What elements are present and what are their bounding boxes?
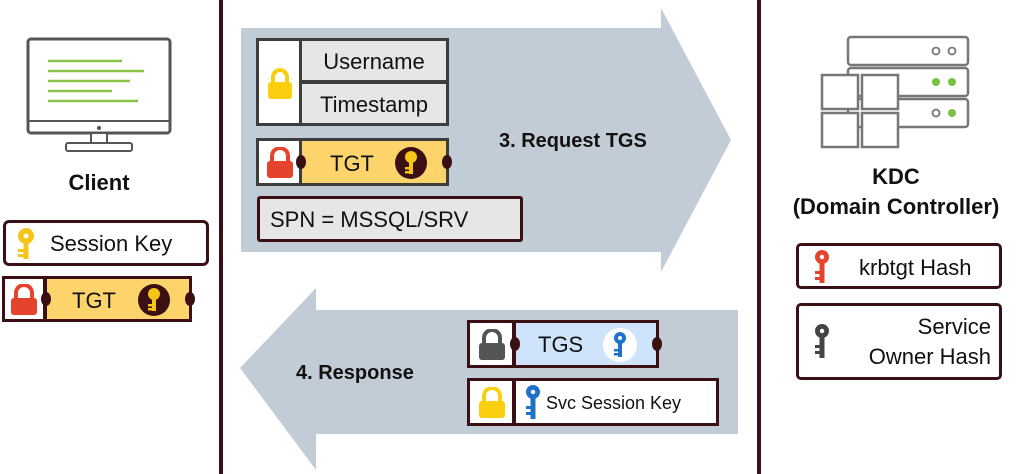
service-owner-hash-line1: Service [917,314,991,339]
tgt-key-badge-icon [395,147,427,179]
ticket-notch-left [41,292,51,306]
ticket-notch-right [185,292,195,306]
service-owner-hash-line2: Owner Hash [868,344,991,369]
tgs-ticket: TGS [510,320,662,368]
client-session-key-label: Session Key [50,231,173,256]
auth-lock-cell [256,38,302,126]
left-divider [219,0,223,474]
timestamp-label: Timestamp [320,92,428,117]
tgt-key-badge-icon [138,284,170,316]
response-label: 4. Response [296,362,414,384]
svc-session-key-box: Svc Session Key [513,378,719,426]
red-key-icon [815,250,829,283]
request-tgs-label: 3. Request TGS [499,130,647,152]
blue-key-icon [526,385,540,419]
ticket-notch-left [296,155,306,169]
monitor-icon [26,37,172,152]
request-tgt-label: TGT [330,151,374,176]
svc-session-key-label: Svc Session Key [546,393,682,413]
client-tgt-lock-cell [2,276,46,322]
client-tgt-label: TGT [72,288,116,313]
request-tgt-lock-cell [256,138,302,186]
service-owner-hash-box: Service Owner Hash [796,303,1002,380]
gray-lock-icon [479,329,505,360]
client-label: Client [68,170,130,195]
blue-key-badge-icon [603,328,637,362]
ticket-notch-left [510,337,520,351]
spn-box: SPN = MSSQL/SRV [257,196,523,242]
kdc-label: KDC [872,164,920,189]
kdc-subtitle: (Domain Controller) [792,194,1000,219]
server-icon [820,35,970,149]
client-session-key-box: Session Key [3,220,209,266]
svc-key-lock-cell [467,378,515,426]
timestamp-box: Timestamp [299,81,449,126]
gray-key-icon [815,324,829,358]
username-label: Username [323,49,425,74]
krbtgt-hash-box: krbtgt Hash [796,243,1002,289]
username-box: Username [299,38,449,83]
yellow-lock-icon [479,387,505,418]
tgs-label: TGS [538,332,584,357]
yellow-key-icon [18,228,34,259]
krbtgt-hash-label: krbtgt Hash [859,255,972,280]
right-divider [757,0,761,474]
yellow-lock-icon [268,68,292,99]
ticket-notch-right [652,337,662,351]
ticket-notch-right [442,155,452,169]
tgs-lock-cell [467,320,515,368]
client-tgt-ticket: TGT [41,276,195,322]
red-lock-icon [267,147,293,178]
red-lock-icon [11,284,37,315]
spn-label: SPN = MSSQL/SRV [270,207,469,232]
request-tgt-ticket: TGT [296,138,452,186]
